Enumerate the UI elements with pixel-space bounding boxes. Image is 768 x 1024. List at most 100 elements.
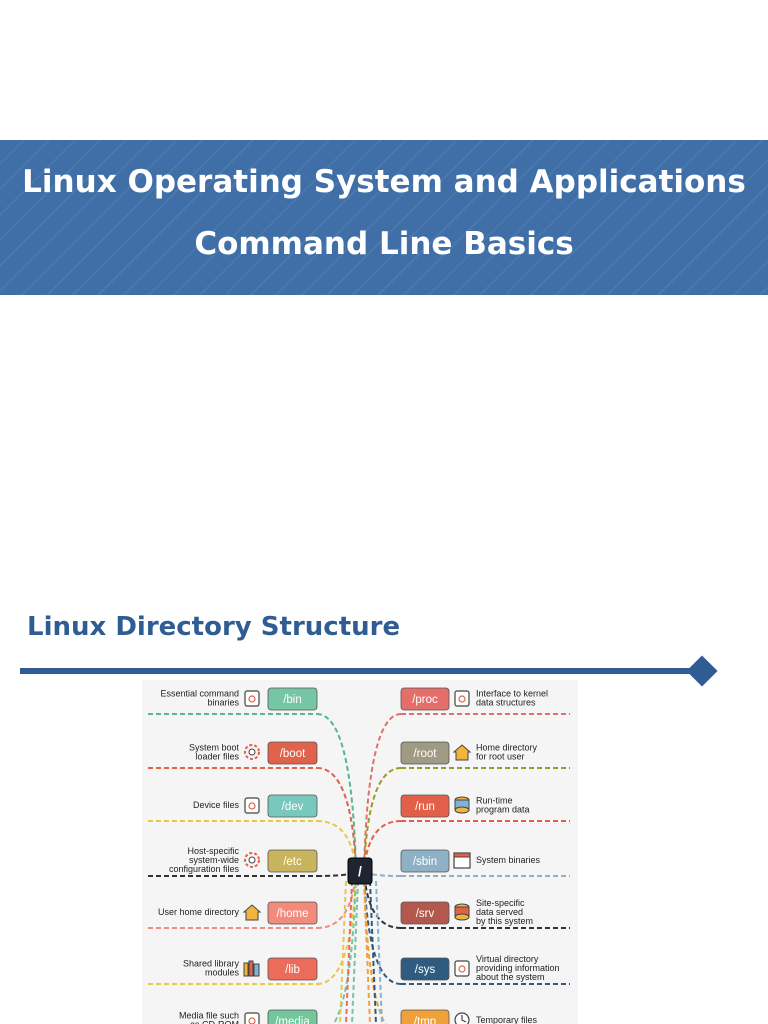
dir-description: Host-specific xyxy=(187,846,239,856)
dir-description: binaries xyxy=(207,698,239,708)
dir-description: by this system xyxy=(476,916,533,926)
dir-box xyxy=(267,687,318,711)
stack-icon xyxy=(454,903,470,921)
dir-description: System boot xyxy=(189,743,240,753)
dir-description: Virtual directory xyxy=(476,954,539,964)
exe-cursor-icon xyxy=(244,690,260,707)
dir-description: about the system xyxy=(476,972,545,982)
left-node-home: /home User home directory xyxy=(148,901,318,929)
dir-description: data structures xyxy=(476,698,536,708)
device-icon xyxy=(244,797,260,814)
gear-icon xyxy=(244,744,260,760)
clock-icon xyxy=(454,1012,470,1024)
root-box xyxy=(347,857,373,885)
dir-box xyxy=(267,849,318,873)
connector-proc xyxy=(363,713,402,872)
dir-box xyxy=(267,957,318,981)
database-icon xyxy=(454,796,470,814)
dir-description: as CD-ROM xyxy=(190,1020,239,1024)
virtual-icon xyxy=(454,960,470,977)
dir-box xyxy=(400,1009,450,1024)
dir-box xyxy=(400,901,450,925)
dir-description: Device files xyxy=(193,800,240,810)
books-icon xyxy=(243,960,260,977)
root-node: / xyxy=(347,857,373,885)
connector-bin xyxy=(316,713,357,872)
dir-description: Home directory xyxy=(476,743,538,753)
dir-label: /etc xyxy=(283,856,302,868)
dir-description: System binaries xyxy=(476,855,541,865)
dir-label: /tmp xyxy=(414,1016,436,1024)
left-node-media: /media Media file suchas CD-ROM xyxy=(179,1009,318,1024)
dir-description: configuration files xyxy=(169,864,240,874)
root-label: / xyxy=(358,863,362,879)
house-icon xyxy=(242,904,262,921)
dir-box xyxy=(267,794,318,818)
dir-description: for root user xyxy=(476,752,525,762)
dir-description: modules xyxy=(205,968,240,978)
dir-description: Interface to kernel xyxy=(476,689,548,699)
connector-boot xyxy=(316,767,357,872)
dir-description: providing information xyxy=(476,963,560,973)
dir-description: loader files xyxy=(195,752,239,762)
media-icon xyxy=(244,1012,260,1024)
section-divider xyxy=(20,668,710,674)
dir-box xyxy=(400,957,450,981)
dir-label: /srv xyxy=(416,908,435,920)
dir-label: /media xyxy=(275,1016,310,1024)
process-icon xyxy=(454,690,470,707)
dir-description: system-wide xyxy=(189,855,239,865)
dir-description: User home directory xyxy=(158,907,240,917)
dir-label: /dev xyxy=(282,801,304,813)
dir-label: /bin xyxy=(283,694,302,706)
dir-box xyxy=(400,794,450,818)
dir-label: /sys xyxy=(415,964,436,976)
left-node-etc: /etc Host-specificsystem-wideconfiguratio… xyxy=(148,846,318,877)
dir-box xyxy=(400,849,450,873)
title-banner: Linux Operating System and Applications … xyxy=(0,140,768,295)
connector-etc xyxy=(316,870,357,877)
dir-description: data served xyxy=(476,907,523,917)
dir-description: Shared library xyxy=(183,959,240,969)
connector-sys xyxy=(363,870,402,985)
dir-description: Site-specific xyxy=(476,898,525,908)
dir-label: /boot xyxy=(280,748,306,760)
dir-box xyxy=(267,1009,318,1024)
dir-label: /home xyxy=(277,908,309,920)
right-node-tmp: /tmp Temporary files xyxy=(400,1009,538,1024)
house-icon xyxy=(452,744,472,761)
dir-description: Essential command xyxy=(160,689,239,699)
config-gear-icon xyxy=(244,852,260,868)
dir-description: program data xyxy=(476,805,530,815)
dir-box xyxy=(400,741,450,765)
divider-diamond xyxy=(686,655,718,687)
dir-box xyxy=(267,901,318,925)
right-node-sbin: /sbin System binaries xyxy=(400,849,570,877)
slide-title: Linux Operating System and Applications xyxy=(22,164,746,200)
binary-icon xyxy=(453,852,471,869)
left-node-dev: /dev Device files xyxy=(148,794,318,822)
dir-description: Run-time xyxy=(476,796,513,806)
dir-label: /proc xyxy=(412,694,438,706)
dir-label: /lib xyxy=(285,964,300,976)
dir-box xyxy=(267,741,318,765)
slide-subtitle: Command Line Basics xyxy=(194,226,574,262)
dir-label: /run xyxy=(415,801,435,813)
connector-media xyxy=(332,870,357,1024)
section-title: Linux Directory Structure xyxy=(27,612,401,642)
dir-description: Temporary files xyxy=(476,1015,538,1024)
dir-description: Media file such xyxy=(179,1011,239,1021)
dir-label: /root xyxy=(413,748,437,760)
dir-box xyxy=(400,687,450,711)
dir-label: /sbin xyxy=(413,856,437,868)
